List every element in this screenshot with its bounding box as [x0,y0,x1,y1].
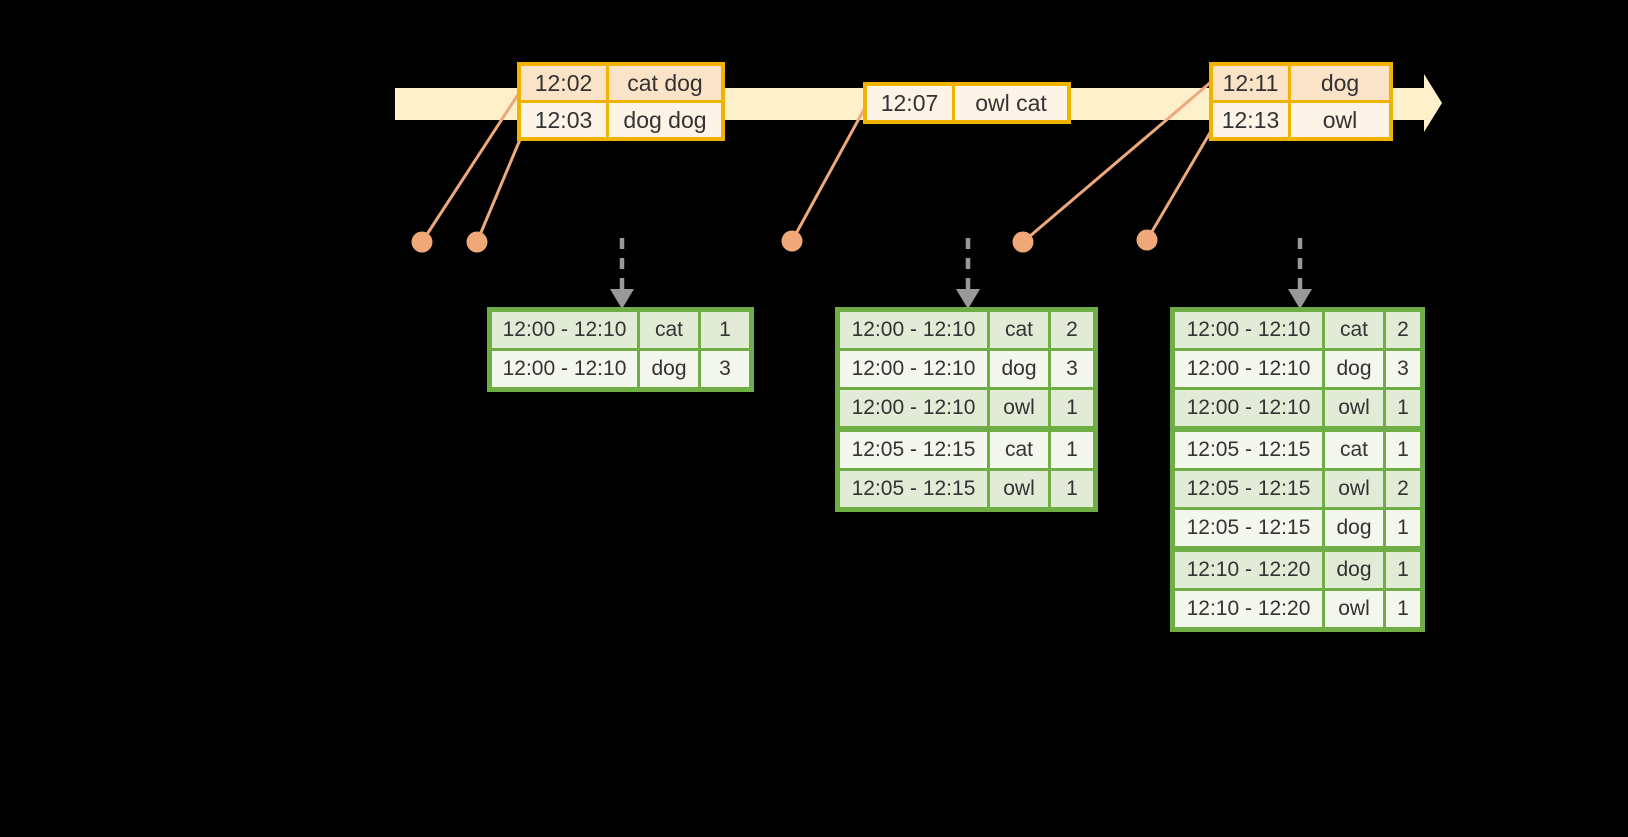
table-cell: 1 [1051,390,1093,426]
table-cell: owl [990,471,1048,507]
table-cell: 12:05 - 12:15 [840,471,987,507]
table-cell: 1 [701,312,749,348]
table-cell: 12:00 - 12:10 [1175,351,1322,387]
table-cell: owl [1325,471,1383,507]
table-cell: 3 [1051,351,1093,387]
table-cell: cat [1325,432,1383,468]
table-cell: owl [1325,591,1383,627]
table-cell: 12:00 - 12:10 [840,312,987,348]
connector-line [475,129,526,243]
connector-line [1145,125,1216,241]
table-cell: 1 [1386,432,1420,468]
table-cell: 3 [1386,351,1420,387]
table-cell: owl [990,390,1048,426]
table-cell: 12:10 - 12:20 [1175,552,1322,588]
table-cell: 12:07 [867,86,952,120]
table-cell: dog [1325,510,1383,546]
table-cell: cat [640,312,698,348]
table-cell: dog [1291,66,1389,100]
table-cell: cat [990,432,1048,468]
table-cell: 12:11 [1213,66,1288,100]
table-cell: 12:03 [521,103,606,137]
table-cell: 12:05 - 12:15 [1175,432,1322,468]
table-cell: 12:00 - 12:10 [492,351,637,387]
table-cell: 1 [1386,510,1420,546]
table-cell: cat [1325,312,1383,348]
table-cell: 1 [1386,552,1420,588]
down-arrowhead-icon [610,289,634,309]
table-cell: 12:00 - 12:10 [492,312,637,348]
table-cell: 1 [1386,591,1420,627]
table-cell: owl [1325,390,1383,426]
table-cell: 12:00 - 12:10 [840,390,987,426]
table-cell: dog [1325,552,1383,588]
table-cell: 3 [701,351,749,387]
table-cell: 12:00 - 12:10 [1175,390,1322,426]
table-cell: 12:05 - 12:15 [840,432,987,468]
table-cell: 12:05 - 12:15 [1175,510,1322,546]
table-cell: cat dog [609,66,721,100]
table-cell: 12:05 - 12:15 [1175,471,1322,507]
table-cell: 12:00 - 12:10 [840,351,987,387]
event-dot [466,231,488,253]
table-cell: dog [640,351,698,387]
down-arrowhead-icon [1288,289,1312,309]
event-dot [1136,229,1158,251]
table-cell: 12:13 [1213,103,1288,137]
table-cell: dog [990,351,1048,387]
table-cell: 12:10 - 12:20 [1175,591,1322,627]
event-dot [1012,231,1034,253]
table-cell: 2 [1386,312,1420,348]
table-cell: owl [1291,103,1389,137]
connector-line [420,89,523,243]
table-cell: 1 [1051,432,1093,468]
connector-line [1022,80,1212,244]
table-cell: cat [990,312,1048,348]
table-cell: dog dog [609,103,721,137]
table-cell: owl cat [955,86,1067,120]
timeline-arrowhead-icon [1424,74,1442,132]
table-cell: 2 [1386,471,1420,507]
table-cell: 2 [1051,312,1093,348]
table-cell: dog [1325,351,1383,387]
connector-line [790,103,869,242]
table-cell: 12:00 - 12:10 [1175,312,1322,348]
event-dot [781,230,803,252]
table-cell: 1 [1051,471,1093,507]
down-arrowhead-icon [956,289,980,309]
table-cell: 1 [1386,390,1420,426]
table-cell: 12:02 [521,66,606,100]
event-dot [411,231,433,253]
